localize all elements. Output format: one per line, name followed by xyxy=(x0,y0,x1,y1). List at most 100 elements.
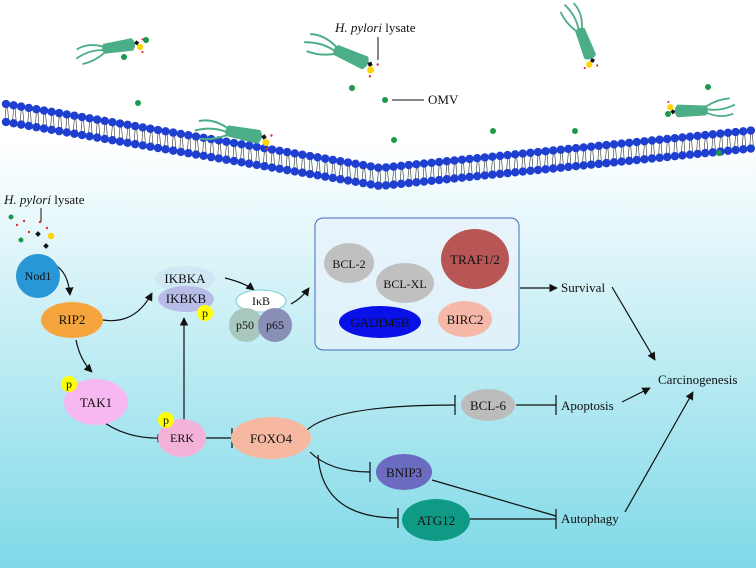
lipid-tail xyxy=(68,117,70,130)
bacterium xyxy=(559,2,599,70)
lipid-head xyxy=(609,140,619,149)
lipid-head xyxy=(39,106,49,115)
cell-membrane xyxy=(1,99,755,190)
lipid-tail xyxy=(607,148,610,161)
omv-dot xyxy=(716,150,722,156)
lipid-head xyxy=(571,143,581,153)
lipid-head xyxy=(229,156,239,166)
lipid-tail xyxy=(749,133,752,146)
lipid-head xyxy=(450,174,459,183)
lipid-head xyxy=(275,164,284,174)
lipid-tail xyxy=(240,147,242,160)
nod1-label: Nod1 xyxy=(25,269,52,283)
lipid-head xyxy=(655,135,664,144)
lipid-head xyxy=(123,138,132,148)
lipid-head xyxy=(503,168,512,178)
lipid-head xyxy=(549,146,558,155)
lysate-red xyxy=(583,66,586,70)
rip2-shape xyxy=(41,302,103,338)
bacterium-flagellum xyxy=(563,3,580,31)
lipid-tail xyxy=(339,164,341,177)
lipid-head xyxy=(24,103,33,113)
lipid-head xyxy=(343,176,353,185)
traf-label: TRAF1/2 xyxy=(450,252,500,267)
omv-label: OMV xyxy=(428,92,459,107)
lipid-tail xyxy=(592,149,594,162)
lipid-tail xyxy=(577,151,579,164)
lysate-black xyxy=(134,40,140,46)
lipid-tail xyxy=(204,140,207,153)
lipid-head xyxy=(176,147,185,157)
node-foxo4: FOXO4 xyxy=(231,417,311,459)
lipid-head xyxy=(731,127,740,137)
lipid-head xyxy=(473,171,482,181)
lipid-head xyxy=(336,175,345,184)
lipid-tail xyxy=(52,114,55,127)
lipid-head xyxy=(640,155,649,164)
bclxl-label: BCL-XL xyxy=(383,277,426,291)
bacterium-body xyxy=(225,125,263,144)
lipid-head xyxy=(85,132,94,141)
lipid-tail xyxy=(582,150,584,163)
lipid-tail xyxy=(569,151,572,164)
lipid-tail xyxy=(111,125,113,138)
lipid-tail xyxy=(296,156,298,169)
lipid-head xyxy=(47,125,56,135)
lipid-tail xyxy=(212,142,214,155)
lipid-head xyxy=(389,180,398,189)
bcl2-label: BCL-2 xyxy=(332,257,365,271)
lipid-tail xyxy=(326,161,328,174)
lipid-tail xyxy=(136,129,138,142)
lysate-red xyxy=(15,223,19,227)
lipid-head xyxy=(693,149,702,159)
lipid-tail xyxy=(187,138,189,151)
inhibit-foxo4-bcl6-line xyxy=(304,404,456,433)
lipid-head xyxy=(100,134,110,144)
lipid-head xyxy=(655,153,664,162)
foxo4-label: FOXO4 xyxy=(250,431,292,446)
lipid-tail xyxy=(394,169,397,182)
lipid-tail xyxy=(12,108,14,121)
bacterium-flagellum xyxy=(82,52,106,65)
lipid-tail xyxy=(402,168,404,181)
lipid-tail xyxy=(544,154,546,167)
lipid-tail xyxy=(118,126,121,139)
lipid-tail xyxy=(635,145,638,158)
lipid-head xyxy=(465,154,474,164)
lipid-tail xyxy=(696,138,698,151)
extracellular-bacteria xyxy=(75,2,736,150)
lipid-tail xyxy=(316,160,318,173)
lipid-head xyxy=(108,118,117,127)
birc2-label: BIRC2 xyxy=(447,312,484,327)
node-bcl2: BCL-2 xyxy=(324,243,374,283)
lysate-yellow xyxy=(367,66,375,74)
lipid-head xyxy=(169,128,178,137)
lipid-head xyxy=(245,159,254,168)
lipid-tail xyxy=(280,153,283,166)
lipid-head xyxy=(138,141,147,150)
lipid-tail xyxy=(80,120,83,133)
bacterium-flagellum xyxy=(559,11,577,32)
lipid-tail xyxy=(202,140,204,153)
lipid-head xyxy=(549,164,558,173)
lysate-red xyxy=(270,134,273,137)
gadd45b-shape xyxy=(339,306,421,338)
lipid-tail xyxy=(719,136,721,149)
lipid-tail xyxy=(126,127,128,140)
lipid-head xyxy=(343,158,353,167)
lipid-tail xyxy=(508,158,511,171)
lipid-tail xyxy=(258,149,260,162)
lipid-head xyxy=(602,158,611,168)
lipid-tail xyxy=(478,161,480,174)
erk-label: ERK xyxy=(170,431,194,445)
lipid-head xyxy=(442,157,451,166)
lipid-head xyxy=(579,161,588,170)
lipid-head xyxy=(678,151,687,160)
lipid-head xyxy=(131,121,140,131)
lipid-head xyxy=(115,137,125,146)
lipid-tail xyxy=(513,157,516,170)
lipid-tail xyxy=(60,116,62,129)
lipid-head xyxy=(199,151,208,161)
lipid-head xyxy=(39,124,49,133)
